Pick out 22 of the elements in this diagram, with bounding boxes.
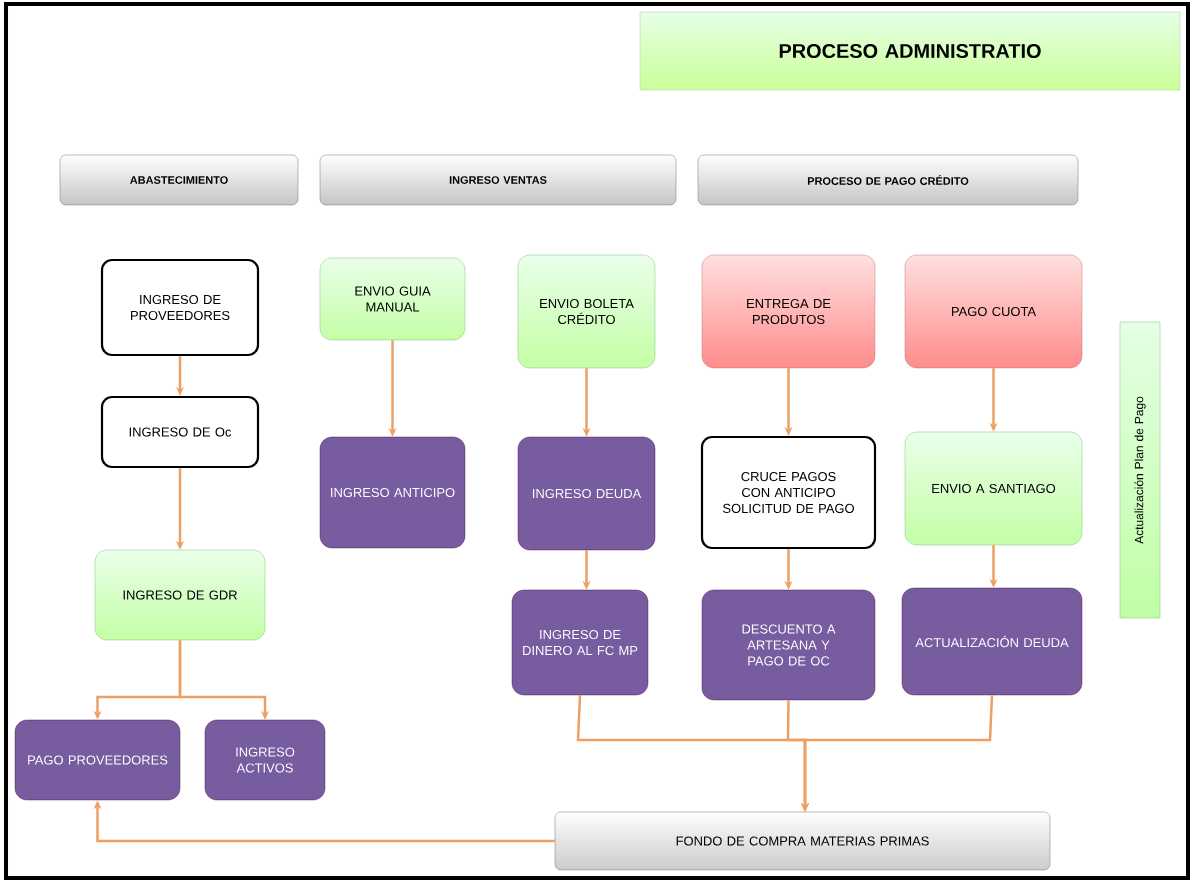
process-box: INGRESO DE Oc — [100, 395, 260, 469]
process-box: INGRESO DE GDR — [94, 549, 266, 641]
process-box: ENTREGA DE PRODUTOS — [701, 254, 876, 369]
process-box: PAGO CUOTA — [904, 254, 1083, 369]
process-box: INGRESO ACTIVOS — [204, 719, 326, 801]
lane-header: ABASTECIMIENTO — [59, 154, 299, 206]
process-box: PAGO PROVEEDORES — [14, 719, 181, 801]
process-box: FONDO DE COMPRA MATERIAS PRIMAS — [554, 811, 1051, 871]
lane-header: INGRESO VENTAS — [319, 154, 677, 206]
process-box: ENVIO GUIA MANUAL — [319, 257, 466, 341]
side-box: Actualización Plan de Pago — [1119, 321, 1161, 619]
title-box: PROCESO ADMINISTRATIO — [639, 11, 1181, 91]
process-box: ENVIO A SANTIAGO — [904, 431, 1083, 546]
lane-header: PROCESO DE PAGO CRÉDITO — [697, 154, 1079, 206]
process-box: DESCUENTO A ARTESANA Y PAGO DE OC — [701, 589, 876, 701]
process-box: INGRESO DEUDA — [517, 436, 656, 551]
process-box: CRUCE PAGOS CON ANTICIPO SOLICITUD DE PAGO — [700, 435, 877, 550]
process-box: INGRESO DE PROVEEDORES — [100, 258, 260, 357]
process-box: ACTUALIZACIÓN DEUDA — [901, 587, 1083, 696]
process-box: INGRESO ANTICIPO — [319, 436, 466, 549]
process-box: ENVIO BOLETA CRÉDITO — [517, 254, 656, 369]
process-box: INGRESO DE DINERO AL FC MP — [511, 589, 649, 696]
